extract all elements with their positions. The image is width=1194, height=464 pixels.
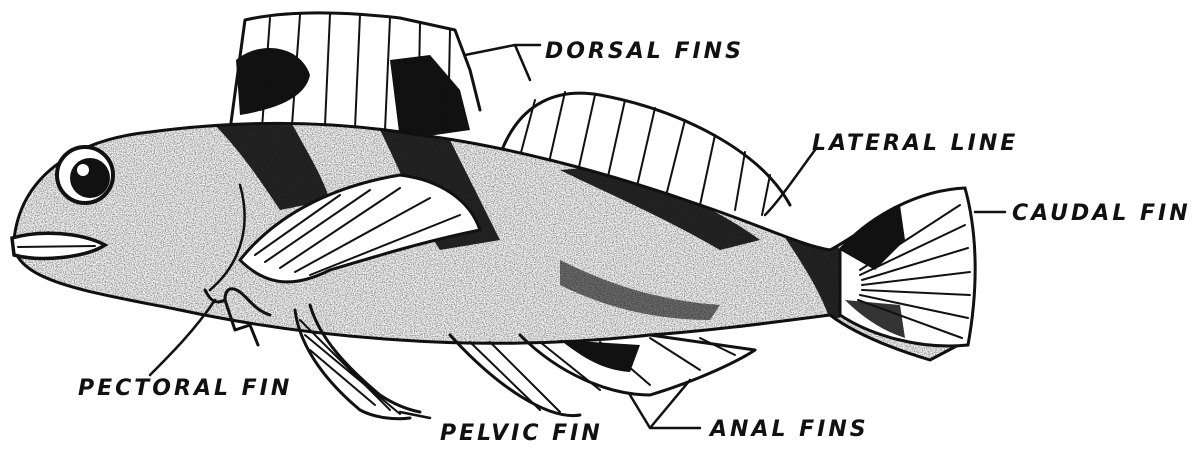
first-dorsal-fin <box>230 13 480 140</box>
fish-eye <box>57 147 113 203</box>
caudal-fin <box>840 188 975 346</box>
anal-fins-leader <box>630 380 700 428</box>
label-caudal-fin: CAUDAL FIN <box>1012 201 1191 226</box>
label-lateral-line: LATERAL LINE <box>812 131 1018 156</box>
label-pelvic-fin: PELVIC FIN <box>440 421 603 446</box>
dorsal-fins-leader <box>465 45 540 80</box>
label-dorsal-fins: DORSAL FINS <box>545 39 744 64</box>
label-pectoral-fin: PECTORAL FIN <box>78 376 292 401</box>
label-anal-fins: ANAL FINS <box>708 417 869 442</box>
anal-fins <box>450 335 755 416</box>
